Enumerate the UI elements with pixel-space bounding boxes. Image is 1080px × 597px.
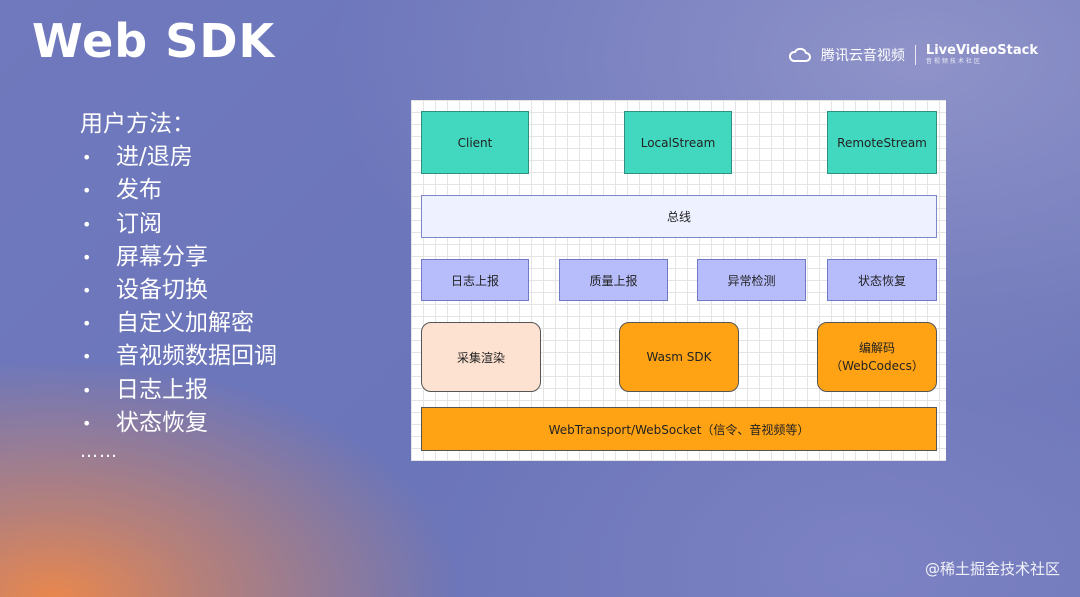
watermark: @稀土掘金技术社区 [924,560,1060,578]
bullet-icon: • [82,380,92,400]
list-item-label: 进/退房 [116,144,193,171]
bullet-icon: • [82,281,92,301]
quality-report-box: 质量上报 [559,259,668,301]
logo-area: 腾讯云音视频 LiveVideoStack 音视频技术社区 [788,44,1038,65]
remotestream-box: RemoteStream [827,111,937,174]
state-recovery-box: 状态恢复 [827,259,937,301]
list-ellipsis: …… [80,441,118,463]
codec-box-sublabel: （WebCodecs） [830,359,924,373]
list-item-label: 屏幕分享 [116,243,208,270]
user-methods-list: 用户方法： •进/退房 •发布 •订阅 •屏幕分享 •设备切换 •自定义加解密 … [80,108,277,464]
list-item: • 发布 [80,174,277,207]
bullet-icon: • [82,314,92,334]
architecture-diagram: Client LocalStream RemoteStream 总线 日志上报 … [411,100,946,461]
list-item: • 设备切换 [80,274,277,307]
list-item: • 自定义加解密 [80,307,277,340]
list-item: • 音视频数据回调 [80,340,277,373]
livevideostack-logo-text: LiveVideoStack [925,43,1038,58]
user-methods-heading: 用户方法： [80,111,195,137]
bullet-icon: • [82,247,92,267]
list-item-label: 发布 [116,177,162,204]
page-title: Web SDK [32,14,276,68]
codec-box: 编解码 （WebCodecs） [817,322,937,392]
list-item: • 日志上报 [80,374,277,407]
list-item-label: 订阅 [116,210,162,237]
list-item-label: 音视频数据回调 [116,343,277,370]
livevideostack-logo-subtext: 音视频技术社区 [925,58,982,65]
codec-box-label: 编解码 [858,341,895,355]
bus-box: 总线 [421,195,937,238]
anomaly-detection-box: 异常检测 [697,259,806,301]
log-report-box: 日志上报 [421,259,529,301]
bullet-icon: • [82,214,92,234]
bullet-icon: • [82,148,92,168]
list-item: • 进/退房 [80,141,277,174]
bullet-icon: • [82,413,92,433]
list-item-label: 自定义加解密 [116,310,254,337]
capture-render-box: 采集渲染 [421,322,541,392]
list-item: • 订阅 [80,208,277,241]
list-item-label: 设备切换 [116,277,208,304]
list-item-label: 状态恢复 [116,409,208,436]
bullet-icon: • [82,181,92,201]
localstream-box: LocalStream [624,111,732,174]
client-box: Client [421,111,529,174]
wasm-sdk-box: Wasm SDK [619,322,739,392]
bullet-icon: • [82,347,92,367]
list-item: • 状态恢复 [80,407,277,440]
tencent-logo-text: 腾讯云音视频 [820,47,905,64]
list-item-label: 日志上报 [116,376,208,403]
list-item: • 屏幕分享 [80,241,277,274]
logo-divider [914,44,916,65]
livevideostack-logo: LiveVideoStack 音视频技术社区 [926,44,1038,65]
cloud-icon [788,47,811,63]
transport-box: WebTransport/WebSocket（信令、音视频等） [421,407,937,451]
